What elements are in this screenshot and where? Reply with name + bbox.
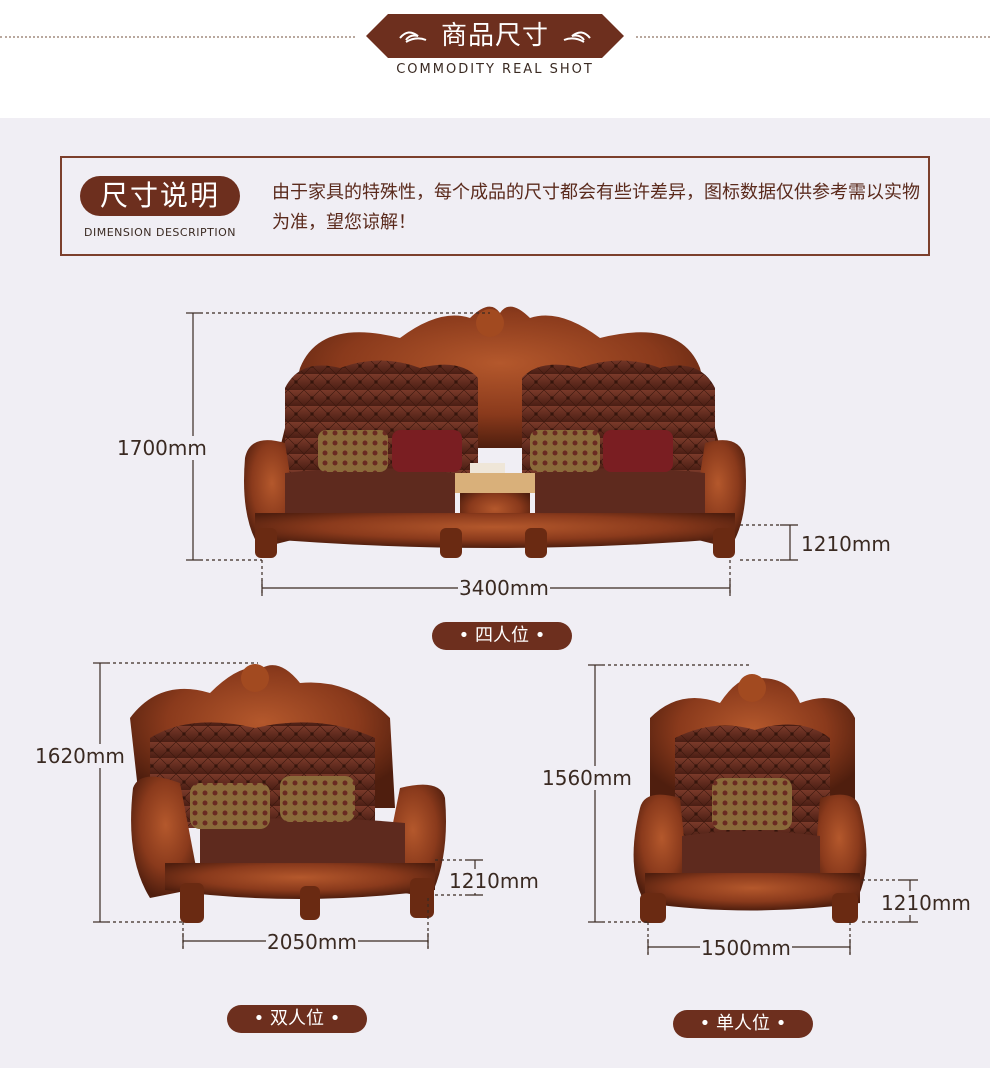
description-badge: 尺寸说明 [80,176,240,216]
page-subtitle: COMMODITY REAL SHOT [396,62,594,77]
dimension-drawing [93,306,918,955]
one-seat-badge: • 单人位 • [673,1010,813,1038]
header-divider-right [636,36,990,38]
page-title: 商品尺寸 [440,21,549,51]
main-content: 尺寸说明 DIMENSION DESCRIPTION 由于家具的特殊性，每个成品… [0,118,990,1068]
two-seat-badge: • 双人位 • [227,1005,367,1033]
ornament-right-icon [563,31,591,43]
two-seat-sofa-image [130,664,446,923]
two-seat-width-label: 2050mm [266,930,358,954]
description-text: 由于家具的特殊性，每个成品的尺寸都会有些许差异，图标数据仅供参考需以实物为准，望… [272,182,920,233]
four-seat-width-label: 3400mm [458,576,550,600]
header-banner: 商品尺寸 [366,14,624,58]
banner-shape [366,14,624,58]
four-seat-seat-height-label: 1210mm [800,532,892,556]
four-seat-badge: • 四人位 • [432,622,572,650]
one-seat-width-label: 1500mm [700,936,792,960]
four-seat-height-label: 1700mm [116,436,208,460]
two-seat-height-label: 1620mm [34,744,126,768]
four-seat-sofa-image [244,306,746,558]
description-badge-en: DIMENSION DESCRIPTION [84,226,236,239]
header-divider-left [0,36,355,38]
dimension-description-box: 尺寸说明 DIMENSION DESCRIPTION 由于家具的特殊性，每个成品… [60,156,930,256]
page-header: 商品尺寸 COMMODITY REAL SHOT [0,0,990,118]
ornament-left-icon [399,31,427,43]
two-seat-seat-height-label: 1210mm [448,869,540,893]
one-seat-seat-height-label: 1210mm [880,891,972,915]
one-seat-sofa-image [633,674,867,923]
one-seat-height-label: 1560mm [541,766,633,790]
